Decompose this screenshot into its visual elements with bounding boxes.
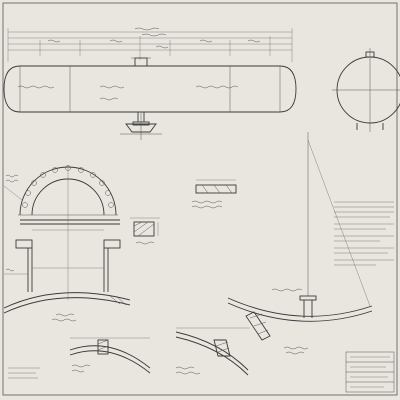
general-notes — [334, 201, 394, 266]
bolt-holes — [22, 165, 114, 208]
bottom-left-note — [8, 367, 40, 379]
top-dimension-lines — [7, 27, 293, 62]
sheet-border — [2, 2, 398, 396]
tank-elevation — [3, 57, 297, 140]
pad-detail — [191, 179, 237, 209]
section-d-d — [227, 132, 373, 355]
flange-detail — [130, 217, 160, 245]
title-block — [345, 351, 395, 393]
tank-end-view — [332, 48, 400, 132]
manhole-section — [3, 165, 131, 322]
section-b-b — [69, 337, 151, 374]
left-callouts — [3, 174, 28, 275]
section-c-c — [175, 327, 250, 376]
